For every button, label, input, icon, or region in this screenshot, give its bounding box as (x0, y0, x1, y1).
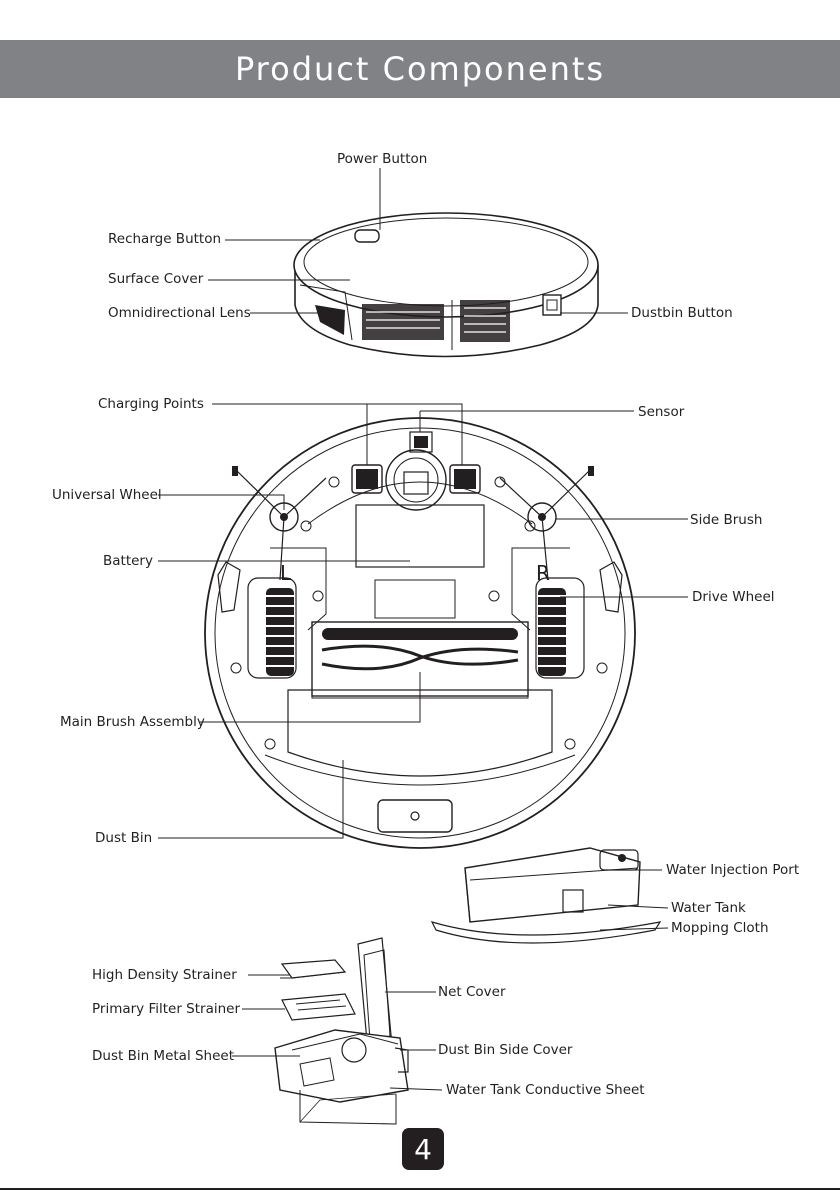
label-omnidirectional-lens: Omnidirectional Lens (108, 305, 251, 321)
label-power-button: Power Button (337, 151, 428, 167)
wheel-mark-right: R (536, 561, 550, 585)
omnidirectional-lens-shape (315, 305, 345, 335)
label-recharge-button: Recharge Button (108, 231, 222, 247)
bottom-rule (0, 1188, 840, 1190)
label-high-density-strainer: High Density Strainer (92, 967, 237, 983)
label-dust-bin-side-cover: Dust Bin Side Cover (438, 1042, 573, 1058)
sensor-shape (409, 431, 433, 453)
charging-points-shape (351, 464, 481, 494)
main-brush-shape (311, 621, 529, 699)
label-dust-bin: Dust Bin (95, 830, 153, 846)
label-dust-bin-metal-sheet: Dust Bin Metal Sheet (92, 1048, 235, 1064)
label-surface-cover: Surface Cover (108, 271, 204, 287)
page-number: 4 (402, 1128, 444, 1170)
label-primary-filter-strainer: Primary Filter Strainer (92, 1001, 241, 1017)
water-tank-shape (430, 847, 662, 944)
label-charging-points: Charging Points (98, 396, 204, 412)
label-mopping-cloth: Mopping Cloth (671, 920, 769, 936)
label-water-injection-port: Water Injection Port (666, 862, 800, 878)
label-water-tank: Water Tank (671, 900, 746, 916)
label-battery: Battery (103, 553, 153, 569)
page-title: Product Components (234, 50, 606, 88)
label-drive-wheel: Drive Wheel (692, 589, 775, 605)
dust-bin-side-cover-shape (394, 1047, 409, 1073)
universal-wheel-front (385, 449, 447, 511)
robot-top-view (293, 212, 599, 358)
mopping-cloth-shape (430, 921, 662, 944)
label-side-brush: Side Brush (690, 512, 763, 528)
drive-wheel-left (247, 577, 297, 679)
section-header: Product Components (0, 40, 840, 98)
primary-filter-strainer-shape (281, 993, 356, 1021)
dustbin-button-shape (542, 294, 562, 316)
power-button-shape (354, 229, 380, 243)
dust-bin-exploded (274, 937, 409, 1125)
battery-shape (355, 504, 485, 568)
robot-bottom-view (204, 417, 636, 849)
label-universal-wheel: Universal Wheel (52, 487, 162, 503)
label-dustbin-button: Dustbin Button (631, 305, 733, 321)
wheel-mark-left: L (280, 561, 292, 585)
label-water-tank-conductive-sheet: Water Tank Conductive Sheet (446, 1082, 645, 1098)
drive-wheel-right (535, 577, 585, 679)
side-brush-right (499, 466, 594, 581)
label-net-cover: Net Cover (438, 984, 506, 1000)
label-main-brush-assembly: Main Brush Assembly (60, 714, 205, 730)
label-sensor: Sensor (638, 404, 685, 420)
